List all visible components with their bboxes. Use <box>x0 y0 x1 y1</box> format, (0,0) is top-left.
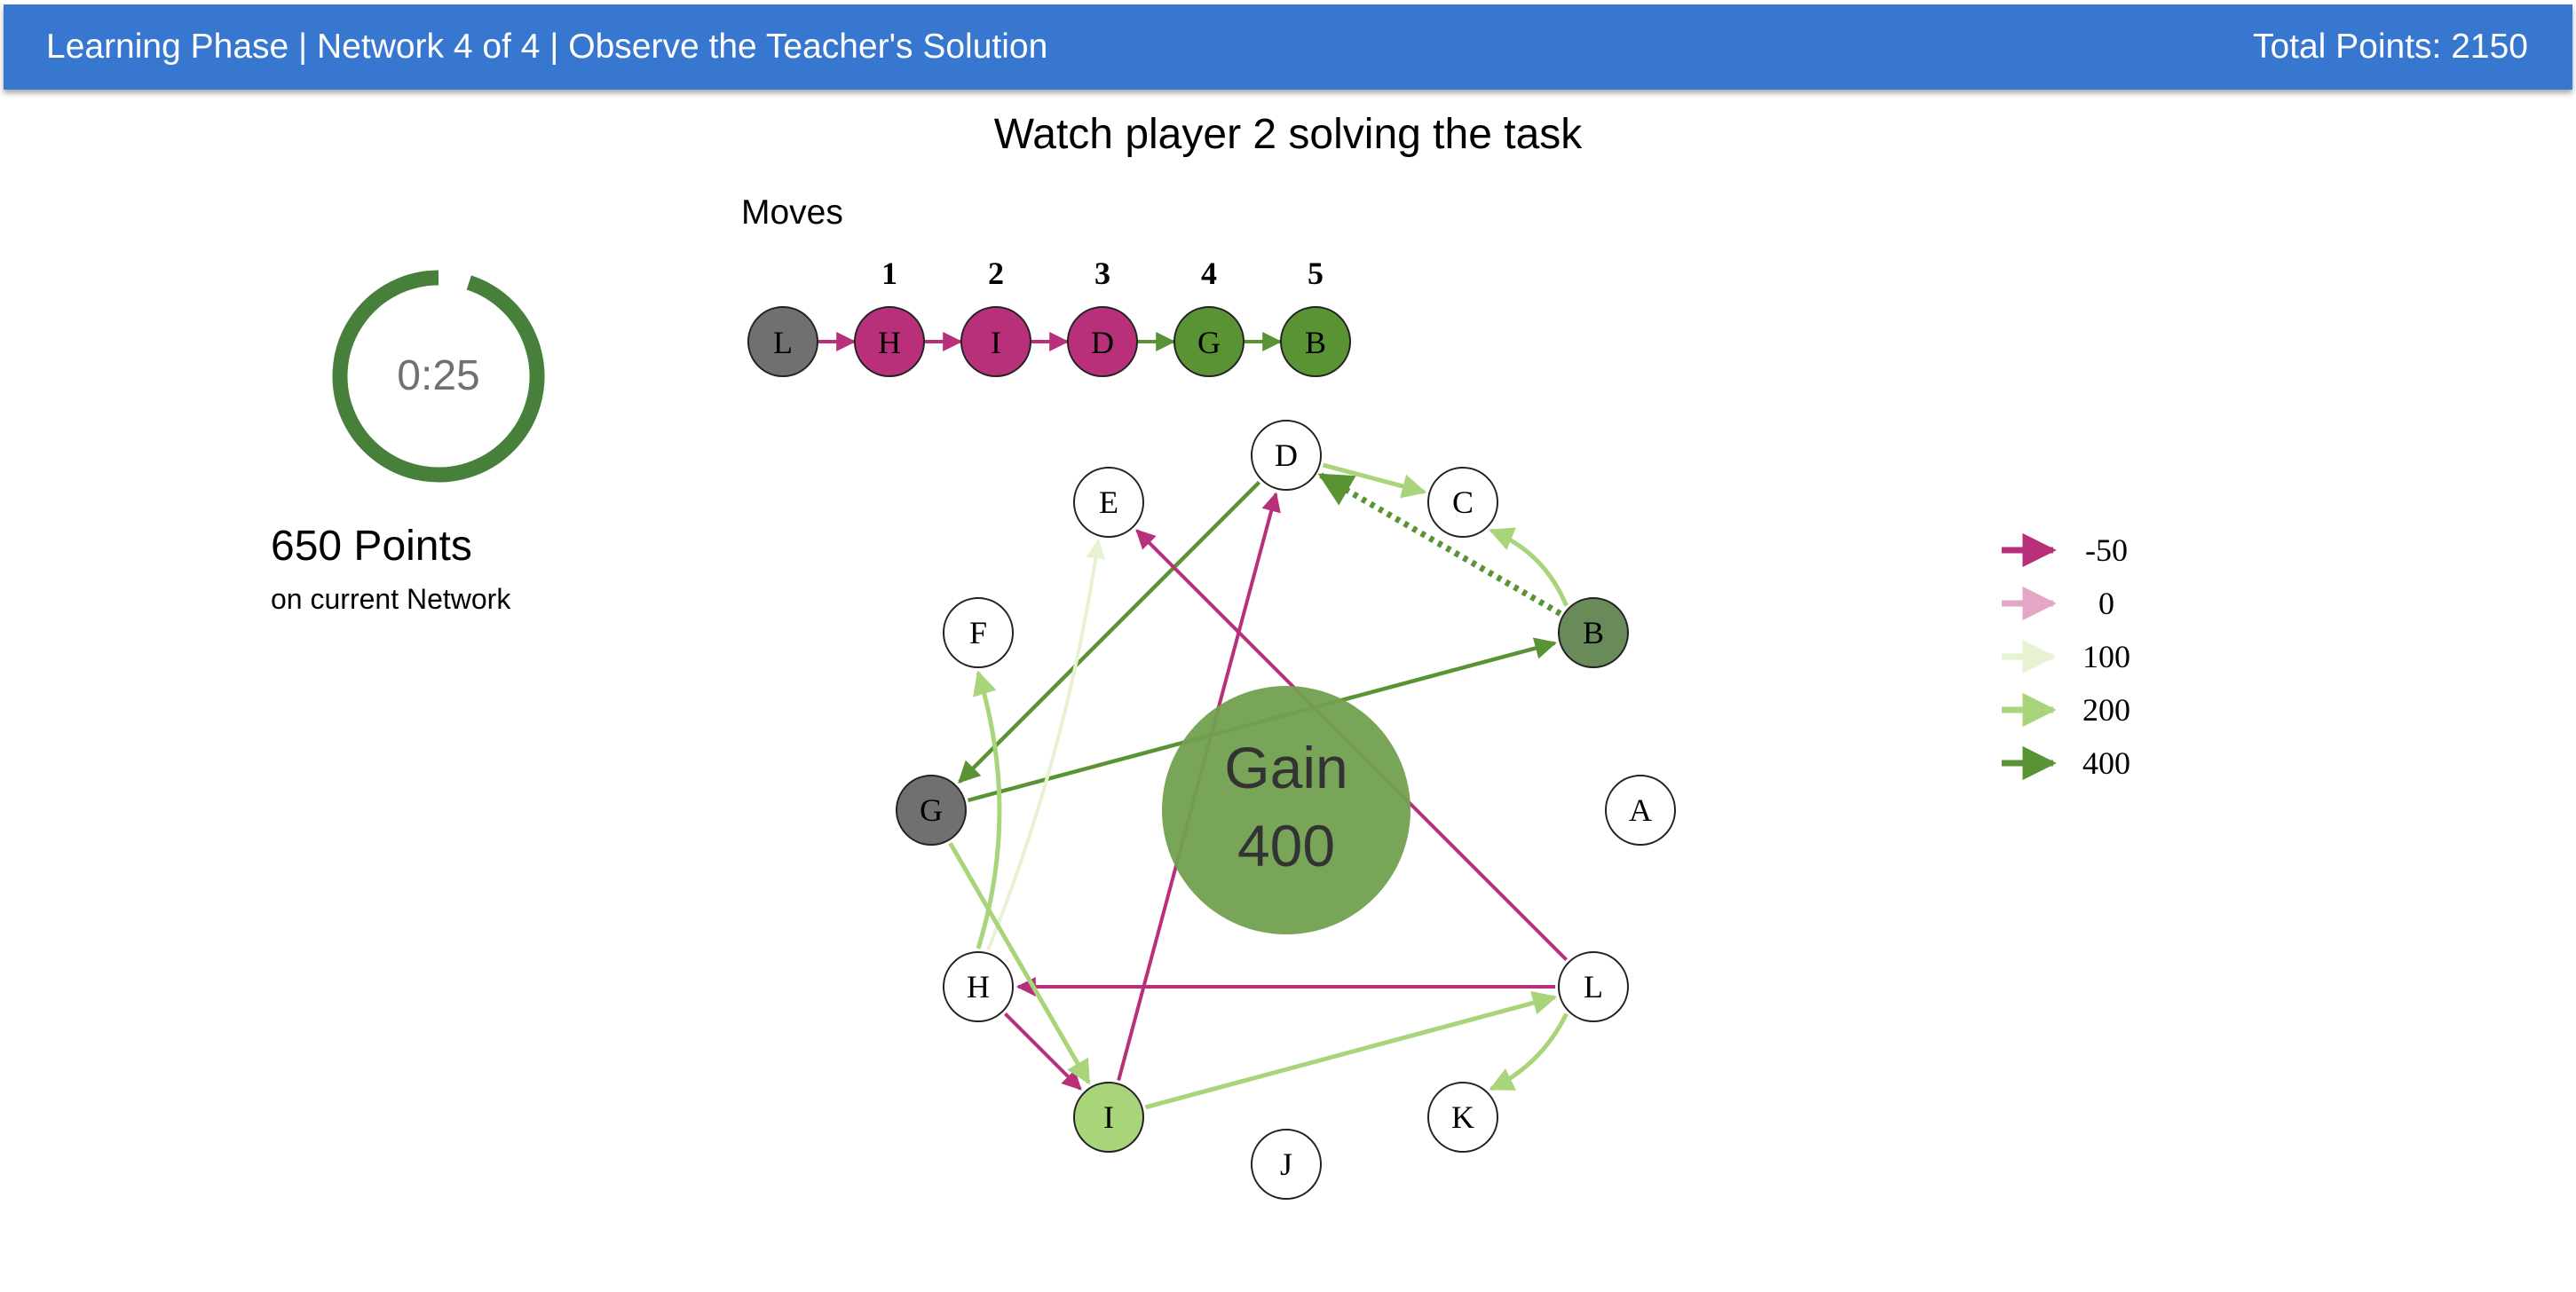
network-node-label: B <box>1583 615 1604 650</box>
network-node-label: D <box>1275 437 1298 473</box>
timer-ring <box>332 270 545 483</box>
move-node-h <box>854 306 925 377</box>
timer-value: 0:25 <box>397 352 480 399</box>
move-node-label: G <box>1197 325 1221 360</box>
network-node-l[interactable] <box>1558 951 1629 1022</box>
network-points-subtitle: on current Network <box>271 583 511 615</box>
network-nodes: A B C D E F G H I J K L <box>896 420 1676 1200</box>
network-node-h[interactable] <box>943 951 1014 1022</box>
legend-label: 400 <box>2082 745 2130 781</box>
network-node-d[interactable] <box>1251 420 1322 491</box>
instruction-text: Watch player 2 solving the task <box>993 111 1583 158</box>
move-node-i <box>960 306 1031 377</box>
network-node-g[interactable] <box>896 775 967 846</box>
move-node-label: I <box>991 325 1001 360</box>
network-node-label: E <box>1099 484 1118 520</box>
edge-g-i <box>948 841 1091 1085</box>
network-node-i[interactable] <box>1073 1082 1144 1153</box>
edge-h-f <box>973 670 1002 949</box>
network-node-label: L <box>1584 969 1603 1004</box>
edge-b-c <box>1489 527 1569 607</box>
edge-l-k <box>1489 1012 1569 1091</box>
header-bar: Learning Phase | Network 4 of 4 | Observ… <box>4 4 2572 90</box>
network-node-e[interactable] <box>1073 467 1144 538</box>
network-node-c[interactable] <box>1427 467 1498 538</box>
move-node-label: B <box>1305 325 1326 360</box>
move-number: 5 <box>1308 256 1324 291</box>
total-points: Total Points: 2150 <box>2252 28 2528 66</box>
network-node-label: F <box>969 615 987 650</box>
move-node-l <box>747 306 818 377</box>
move-node-g <box>1173 306 1245 377</box>
moves-label: Moves <box>741 193 843 232</box>
network-node-j[interactable] <box>1251 1129 1322 1200</box>
network-node-label: K <box>1451 1099 1474 1135</box>
network-node-label: G <box>920 792 943 828</box>
gain-indicator: Gain 400 <box>1162 686 1410 934</box>
network-node-b[interactable] <box>1558 597 1629 668</box>
network-node-a[interactable] <box>1605 775 1676 846</box>
timer-progress-arc <box>332 270 545 483</box>
legend-label: 200 <box>2082 692 2130 728</box>
phase-title: Learning Phase | Network 4 of 4 | Observ… <box>46 28 1048 66</box>
move-node-b <box>1280 306 1351 377</box>
legend-label: 100 <box>2082 639 2130 674</box>
move-number: 1 <box>881 256 897 291</box>
move-node-label: H <box>878 325 901 360</box>
move-number: 2 <box>988 256 1004 291</box>
network-node-label: J <box>1280 1146 1292 1182</box>
move-node-label: D <box>1091 325 1114 360</box>
reward-legend: -50 0 100 200 400 <box>2002 532 2130 781</box>
move-node-d <box>1067 306 1138 377</box>
network-node-k[interactable] <box>1427 1082 1498 1153</box>
edge-d-c <box>1322 462 1427 499</box>
gain-label: Gain <box>1224 735 1347 800</box>
network-points: 650 Points <box>271 523 472 570</box>
edge-d-g <box>958 480 1261 784</box>
network-node-label: C <box>1452 484 1474 520</box>
network-node-label: H <box>967 969 990 1004</box>
legend-label: 0 <box>2098 586 2114 621</box>
move-node-label: L <box>773 325 793 360</box>
countdown-timer: 0:25 <box>330 268 547 484</box>
gain-value: 400 <box>1237 813 1335 878</box>
moves-sequence: L H 1I 2D 3G 4B 5 <box>747 256 1351 377</box>
network-node-label: I <box>1103 1099 1114 1135</box>
network-node-f[interactable] <box>943 597 1014 668</box>
edge-h-e <box>986 539 1106 951</box>
gain-circle <box>1162 686 1410 934</box>
legend-label: -50 <box>2085 532 2128 568</box>
network-node-label: A <box>1629 792 1652 828</box>
edge-b-d <box>1317 472 1562 617</box>
move-number: 3 <box>1094 256 1110 291</box>
edge-i-l <box>1144 990 1558 1110</box>
move-number: 4 <box>1201 256 1217 291</box>
